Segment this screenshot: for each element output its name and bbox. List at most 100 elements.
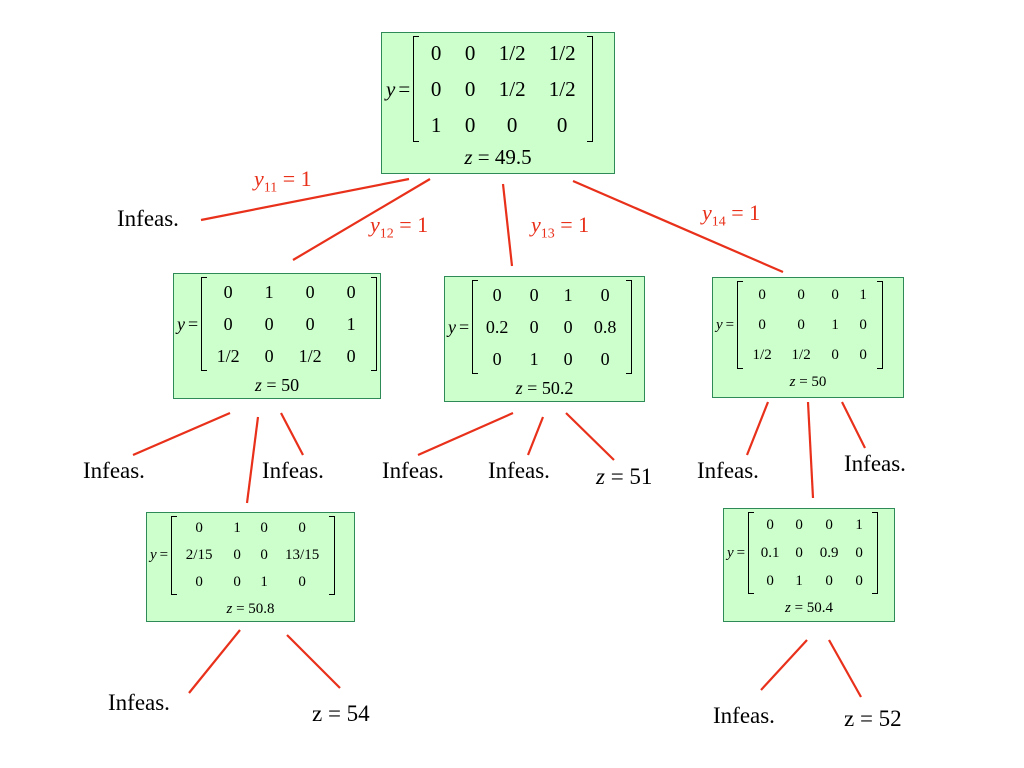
node-root-y-label: y bbox=[386, 76, 396, 101]
leaf-y12-infeas-left: Infeas. bbox=[83, 458, 145, 483]
node-y14-child-cell: 0 bbox=[795, 516, 803, 533]
node-root-cell: 1/2 bbox=[498, 40, 526, 65]
node-y12-equals: = bbox=[188, 313, 199, 334]
edge-y14-child bbox=[806, 401, 815, 499]
leaf-y13-z51-value: = 51 bbox=[610, 464, 653, 489]
node-y12-cell: 0 bbox=[346, 281, 356, 302]
node-y12-equation: y = 0 1 0 0 0 0 0 1 1/2 0 1/2 bbox=[177, 276, 378, 372]
branch-label-sub: 12 bbox=[379, 226, 394, 242]
node-y14-cell: 1/2 bbox=[791, 346, 811, 363]
node-y14-cell: 0 bbox=[831, 346, 839, 363]
node-root-z-label: z bbox=[464, 145, 473, 169]
node-y13-cell: 0 bbox=[600, 348, 610, 369]
node-y12-child-cell: 1 bbox=[260, 574, 268, 590]
branch-label-var: y bbox=[531, 212, 541, 237]
node-y13-cell: 0 bbox=[529, 284, 539, 305]
node-y12-child: y = 0 1 0 0 2/15 0 0 13/15 0 0 bbox=[146, 512, 355, 622]
node-y14-cell: 0 bbox=[758, 316, 766, 333]
edge-root-y13 bbox=[501, 183, 514, 267]
edge-root-y12 bbox=[292, 178, 431, 261]
node-y12-child-cell: 1 bbox=[233, 520, 241, 536]
branch-label-sub: 13 bbox=[540, 226, 555, 242]
node-y13-cell: 1 bbox=[563, 284, 573, 305]
node-y13-matrix: 0 0 1 0 0.2 0 0 0.8 0 1 0 0 bbox=[472, 279, 633, 375]
node-y14-cell: 0 bbox=[831, 286, 839, 303]
node-y14-child-cell: 0.9 bbox=[819, 544, 839, 561]
node-root-cell: 0 bbox=[464, 76, 476, 101]
leaf-y13-infeas-left: Infeas. bbox=[382, 458, 444, 483]
node-y12-z-value: 50 bbox=[281, 375, 300, 395]
node-root-cell: 1 bbox=[430, 112, 442, 137]
node-y14-child-objective: z = 50.4 bbox=[724, 598, 894, 618]
node-root-cell: 0 bbox=[506, 112, 518, 137]
node-y12-child-cell: 0 bbox=[298, 520, 306, 536]
node-y14-z-value: 50 bbox=[811, 374, 827, 390]
node-y12-cell: 1 bbox=[264, 281, 274, 302]
node-y12-child-z-value: 50.8 bbox=[248, 601, 275, 617]
branch-label-y11: y11 = 1 bbox=[254, 166, 312, 201]
node-y13-cell: 0.8 bbox=[593, 316, 617, 337]
node-y12-child-cell: 13/15 bbox=[285, 547, 320, 563]
node-y13-cell: 0 bbox=[529, 316, 539, 337]
edge-y14-infeas-left bbox=[745, 401, 770, 456]
node-y12-child-cell: 0 bbox=[260, 547, 268, 563]
node-y12-cell: 0 bbox=[346, 345, 356, 366]
node-y14-cell: 1 bbox=[831, 316, 839, 333]
node-y13-cell: 0 bbox=[600, 284, 610, 305]
node-y12-z-equals: = bbox=[266, 375, 277, 395]
node-y14-child-cell: 1 bbox=[795, 572, 803, 589]
node-y14-cell: 0 bbox=[859, 316, 867, 333]
node-y13-objective: z = 50.2 bbox=[445, 377, 644, 399]
node-y12-child-objective: z = 50.8 bbox=[147, 599, 354, 619]
node-root-cell: 0 bbox=[430, 76, 442, 101]
node-y12-cell: 1 bbox=[346, 313, 356, 334]
edge-y14child-z52 bbox=[828, 639, 862, 698]
node-y12-child-cell: 0 bbox=[260, 520, 268, 536]
leaf-y13-z51-label: z bbox=[596, 464, 605, 489]
leaf-y13-z51: z = 51 bbox=[596, 464, 652, 490]
node-y12-cell: 1/2 bbox=[298, 345, 322, 366]
node-root-cell: 0 bbox=[556, 112, 568, 137]
edge-y12-infeas-right bbox=[280, 412, 304, 456]
node-y13-cell: 0 bbox=[563, 348, 573, 369]
node-y14-child-cell: 0 bbox=[766, 516, 774, 533]
node-y14-child-equation: y = 0 0 0 1 0.1 0 0.9 0 0 1 0 bbox=[727, 511, 879, 595]
leaf-y14-infeas-left: Infeas. bbox=[697, 458, 759, 483]
node-root-cell: 1/2 bbox=[548, 40, 576, 65]
node-root-cell: 1/2 bbox=[498, 76, 526, 101]
node-y13-cell: 0 bbox=[492, 348, 502, 369]
node-y12-child-equals: = bbox=[159, 547, 169, 563]
edge-root-y14 bbox=[572, 179, 784, 274]
node-y12-cell: 0 bbox=[264, 345, 274, 366]
edge-y13-infeas-mid bbox=[526, 416, 545, 456]
node-y12-objective: z = 50 bbox=[174, 374, 380, 396]
branch-label-eq: = 1 bbox=[282, 166, 312, 191]
node-root-equals: = bbox=[398, 76, 411, 101]
node-y12-cell: 0 bbox=[305, 313, 315, 334]
node-root-cell: 0 bbox=[464, 112, 476, 137]
branch-label-sub: 14 bbox=[711, 214, 726, 230]
node-y14-child-cell: 0 bbox=[825, 516, 833, 533]
node-y14-objective: z = 50 bbox=[713, 372, 903, 392]
node-y13-equation: y = 0 0 1 0 0.2 0 0 0.8 0 1 0 bbox=[448, 279, 633, 375]
node-y14-cell: 0 bbox=[797, 286, 805, 303]
node-y14-child-cell: 0 bbox=[855, 572, 863, 589]
edge-y12-child bbox=[245, 416, 260, 504]
node-root-z-value: 49.5 bbox=[494, 145, 532, 169]
edge-y13-infeas-left bbox=[417, 411, 514, 457]
node-y13-cell: 1 bbox=[529, 348, 539, 369]
node-y14-child-z-value: 50.4 bbox=[806, 600, 834, 616]
node-y12-cell: 0 bbox=[223, 281, 233, 302]
node-y12-child-equation: y = 0 1 0 0 2/15 0 0 13/15 0 0 bbox=[150, 515, 336, 596]
node-y13-z-value: 50.2 bbox=[541, 378, 574, 398]
edge-y14-infeas-right bbox=[841, 401, 866, 449]
branch-label-eq: = 1 bbox=[731, 200, 761, 225]
node-y13-cell: 0.2 bbox=[485, 316, 509, 337]
node-y14-child-cell: 0 bbox=[855, 544, 863, 561]
edge-y14child-infeas bbox=[760, 639, 808, 691]
node-y14: y = 0 0 0 1 0 0 1 0 1/2 1/2 0 bbox=[712, 277, 904, 398]
node-y12-z-label: z bbox=[254, 375, 262, 395]
node-y14-child-z-equals: = bbox=[794, 600, 804, 616]
node-y13-cell: 0 bbox=[492, 284, 502, 305]
